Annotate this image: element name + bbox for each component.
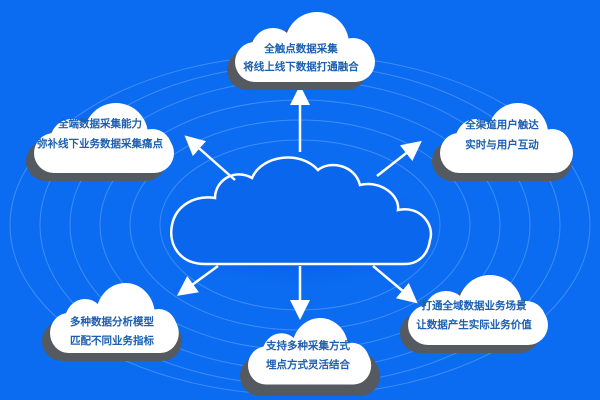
node-top-left: 全端数据采集能力 弥补线下业务数据采集痛点 (26, 103, 174, 181)
node-subtitle: 弥补线下业务数据采集痛点 (37, 137, 163, 150)
node-subtitle: 埋点方式灵活结合 (266, 358, 350, 371)
node-title: 全端数据采集能力 (57, 117, 142, 130)
node-subtitle: 匹配不同业务指标 (70, 334, 154, 347)
node-subtitle: 让数据产生实际业务价值 (416, 318, 532, 331)
node-title: 全触点数据采集 (263, 42, 338, 55)
node-title: 多种数据分析模型 (70, 315, 154, 328)
arrow-up-left (184, 135, 236, 181)
arrow-down-left (176, 264, 219, 296)
arrow-down-right (372, 265, 418, 304)
arrows (176, 85, 422, 320)
node-title: 打通全域数据业务场景 (422, 299, 527, 312)
node-bottom-right: 打通全域数据业务场景 让数据产生实际业务价值 (400, 275, 548, 353)
node-bottom-center: 支持多种采集方式 埋点方式灵活结合 (240, 318, 380, 396)
arrow-up-right (376, 140, 422, 177)
central-cloud-icon (170, 156, 433, 266)
node-bottom-left: 多种数据分析模型 匹配不同业务指标 (42, 283, 182, 361)
node-title: 支持多种采集方式 (265, 339, 350, 352)
node-subtitle: 将线上线下数据打通融合 (243, 60, 359, 73)
node-subtitle: 实时与用户互动 (465, 138, 539, 151)
node-top: 全触点数据采集 将线上线下数据打通融合 (227, 12, 375, 90)
node-top-right: 全渠道用户触达 实时与用户互动 (432, 103, 573, 181)
node-title: 全渠道用户触达 (464, 118, 539, 131)
